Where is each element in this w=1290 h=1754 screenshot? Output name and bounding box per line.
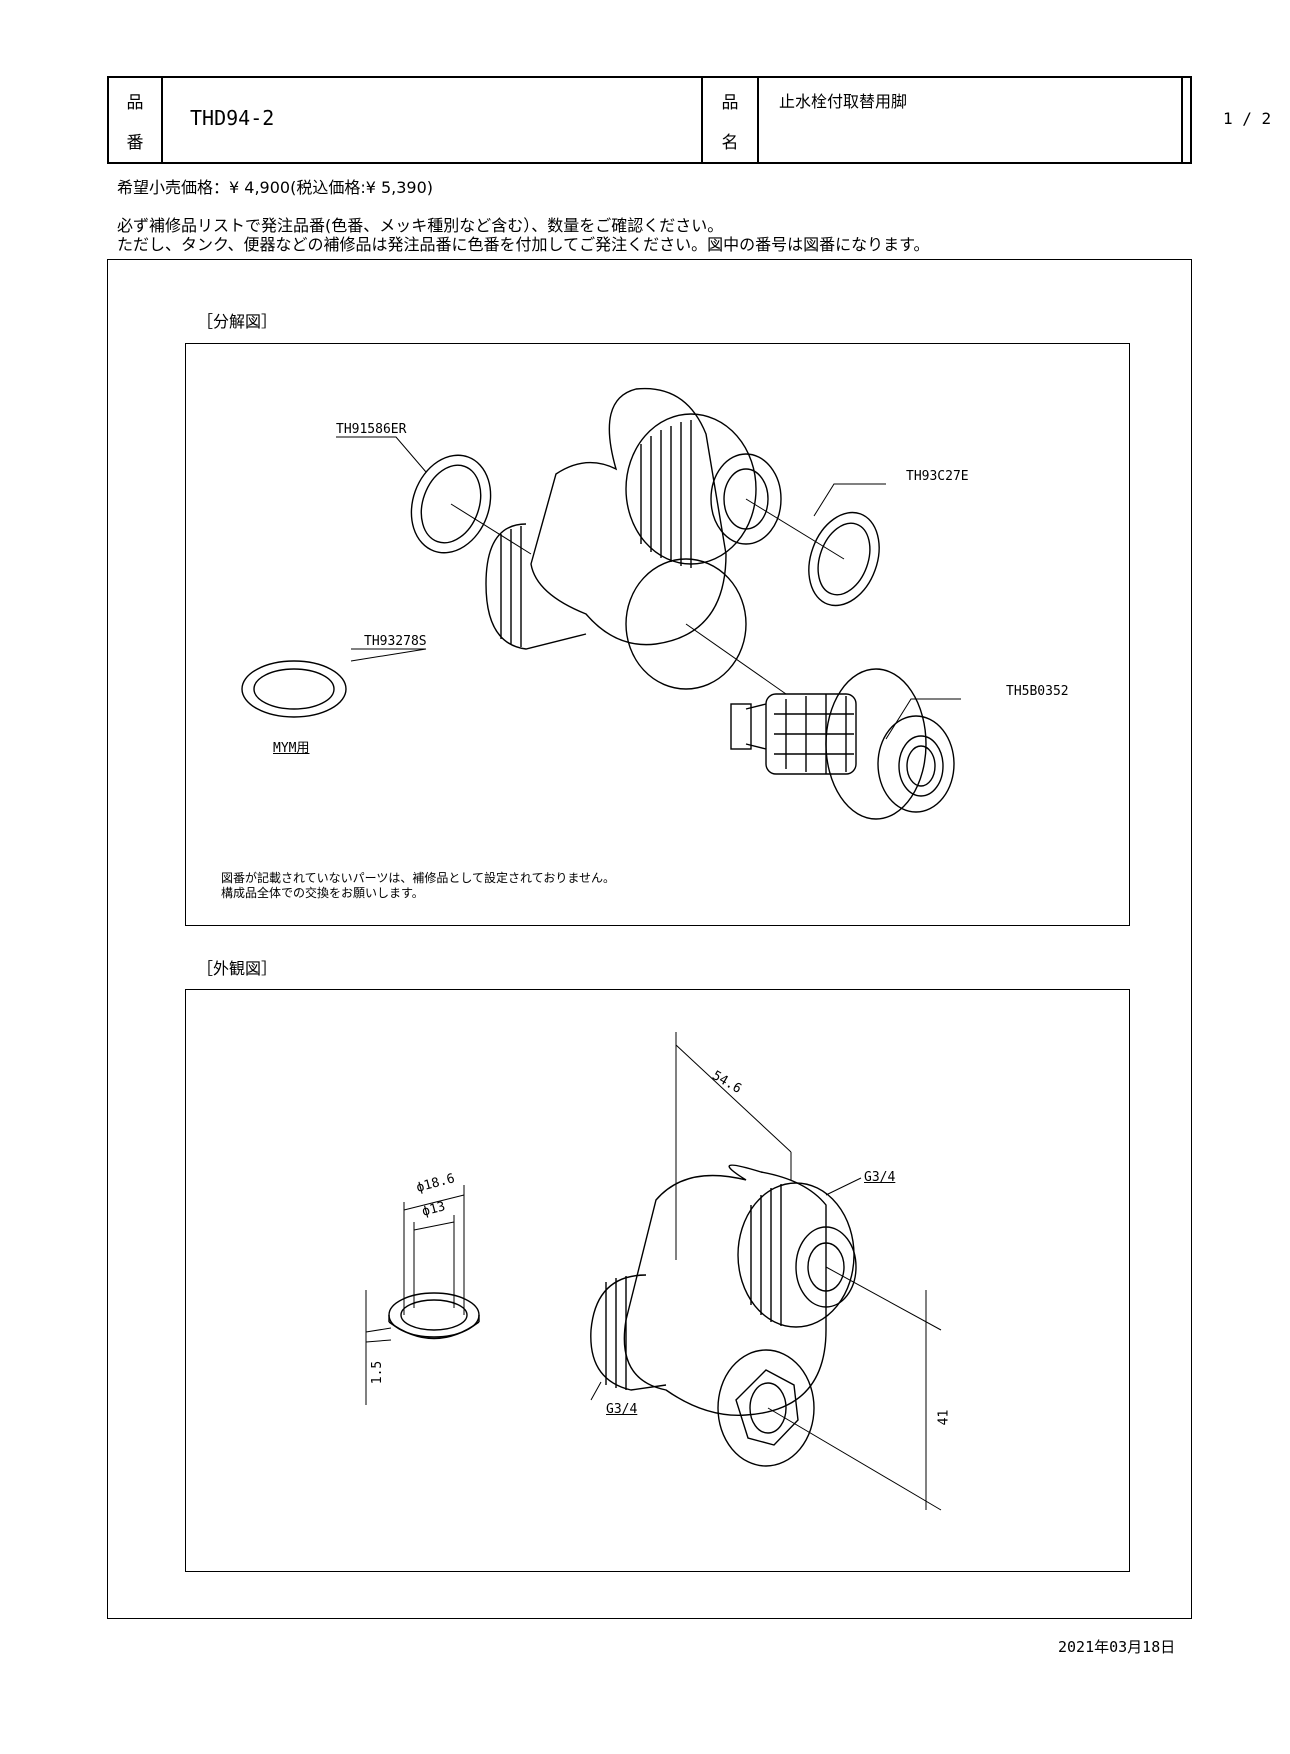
- part-name-label-cell: 品 名: [703, 78, 759, 162]
- footnote-1: 図番が記載されていないパーツは、補修品として設定されておりません。: [221, 871, 615, 885]
- dim-thread-left: G3/4: [606, 1402, 638, 1417]
- exploded-view-drawing: [241, 387, 961, 820]
- exploded-view-frame: TH91586ER TH93C27E TH93278S TH5B0352 MYM…: [185, 343, 1130, 926]
- part-name: 止水栓付取替用脚: [779, 92, 908, 111]
- label-th91586er: TH91586ER: [336, 422, 407, 437]
- washer-drawing: [388, 1292, 480, 1340]
- appearance-view-frame: 54.6 ϕ18.6 ϕ13 1.5 41 G3/4 G3/4: [185, 989, 1130, 1572]
- note-line-2: ただし、タンク、便器などの補修品は発注品番に色番を付加してご発注ください。図中の…: [117, 235, 930, 254]
- label-th93c27e: TH93C27E: [906, 469, 969, 484]
- part-name-label-bottom: 名: [721, 133, 739, 153]
- label-mym: MYM用: [273, 741, 310, 756]
- label-th5b0352: TH5B0352: [1006, 684, 1069, 699]
- appearance-view-drawing: [365, 1032, 942, 1511]
- document-date: 2021年03月18日: [1058, 1638, 1176, 1656]
- part-no-cell: THD94-2: [163, 78, 703, 162]
- part-no-label-top: 品: [126, 93, 144, 113]
- part-no-label-bottom: 番: [126, 133, 144, 153]
- part-name-cell: 止水栓付取替用脚: [759, 78, 1183, 162]
- note-line-1: 必ず補修品リストで発注品番(色番、メッキ種別など含む）、数量をご確認ください。: [117, 216, 724, 235]
- appearance-section-label: ［外観図］: [197, 959, 278, 978]
- gasket-th93278s: [241, 660, 347, 718]
- left-thread: [590, 1274, 667, 1391]
- assembly-body: [623, 1164, 827, 1416]
- header-table: 品 番 THD94-2 品 名 止水栓付取替用脚 1 / 2: [107, 76, 1271, 164]
- price-line: 希望小売価格：¥ 4,900(税込価格:¥ 5,390): [117, 178, 434, 197]
- gasket-th91586er: [410, 454, 492, 554]
- part-name-label-top: 品: [721, 93, 739, 113]
- page-number: 1 / 2: [1223, 109, 1272, 128]
- cartridge-th5b0352: [730, 668, 955, 820]
- drawing-frame: [107, 259, 1192, 1619]
- hex-nut: [717, 1349, 815, 1467]
- dim-height: 41: [936, 1409, 952, 1426]
- top-thread: [737, 1182, 855, 1328]
- part-no-label-cell: 品 番: [109, 78, 163, 162]
- lower-bore: [625, 558, 747, 690]
- gasket-th93c27e: [808, 511, 880, 607]
- page-cell: 1 / 2: [1183, 78, 1290, 162]
- exploded-section-label: ［分解図］: [197, 312, 278, 331]
- footnote-2: 構成品全体での交換をお願いします。: [221, 886, 424, 900]
- left-threaded-cylinder: [485, 523, 587, 650]
- body-part-outline: [530, 387, 727, 646]
- dim-thickness: 1.5: [370, 1360, 386, 1385]
- label-th93278s: TH93278S: [364, 634, 427, 649]
- dim-thread-top: G3/4: [864, 1170, 896, 1185]
- part-no: THD94-2: [190, 106, 275, 130]
